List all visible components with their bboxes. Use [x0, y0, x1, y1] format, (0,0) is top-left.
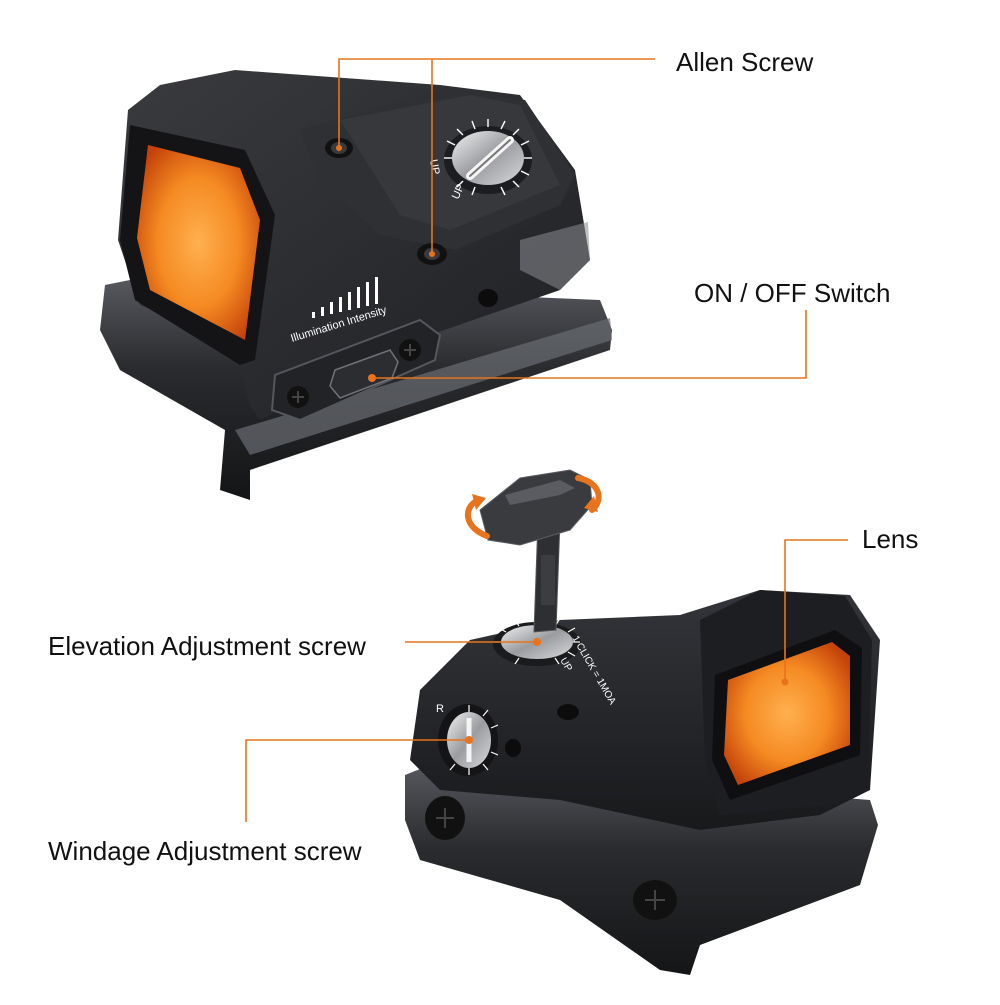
intensity-bars: [312, 277, 378, 318]
side-bevel: [520, 222, 590, 290]
callout-line-lens: [784, 539, 848, 682]
top-port: [557, 704, 579, 720]
top-lens: [137, 145, 260, 340]
allen-screw-label: Allen Screw: [676, 47, 814, 77]
bottom-lens: [724, 642, 850, 785]
callout-line-on-off: [372, 310, 807, 379]
top-rail-highlight: [235, 318, 612, 455]
side-port: [478, 289, 498, 307]
lens-label: Lens: [862, 524, 919, 554]
windage-adjustment-label: Windage Adjustment screw: [48, 836, 362, 866]
on-off-switch-label: ON / OFF Switch: [694, 278, 891, 308]
up-marking-side: UP: [450, 182, 467, 201]
mount-screw-right: [633, 880, 677, 920]
callout-lines: [245, 58, 848, 822]
dial-tick-marks: [444, 119, 532, 196]
windage-tick-marks: [449, 705, 499, 775]
callout-line-windage: [245, 739, 469, 822]
switch-screw-left: [287, 386, 309, 408]
bottom-sight: 1 CLICK = 1MOA UP R: [405, 469, 880, 975]
switch-screw-right: [399, 339, 421, 361]
lens-marker: [781, 678, 789, 686]
up-marking-top: UP: [427, 158, 441, 175]
mount-screw-left: [425, 796, 465, 840]
top-sight: UP UP Illumination Intensity: [100, 70, 612, 500]
rotation-arrow-head-left: [472, 494, 486, 510]
right-marking: R: [436, 703, 444, 715]
callout-line-allen-front: [338, 58, 655, 148]
adjustment-tool: [479, 469, 593, 633]
rotation-arrow-head-right: [584, 496, 598, 512]
elevation-adjustment-label: Elevation Adjustment screw: [48, 631, 366, 661]
top-elevation-dial: [444, 119, 532, 196]
windage-port: [505, 739, 521, 757]
